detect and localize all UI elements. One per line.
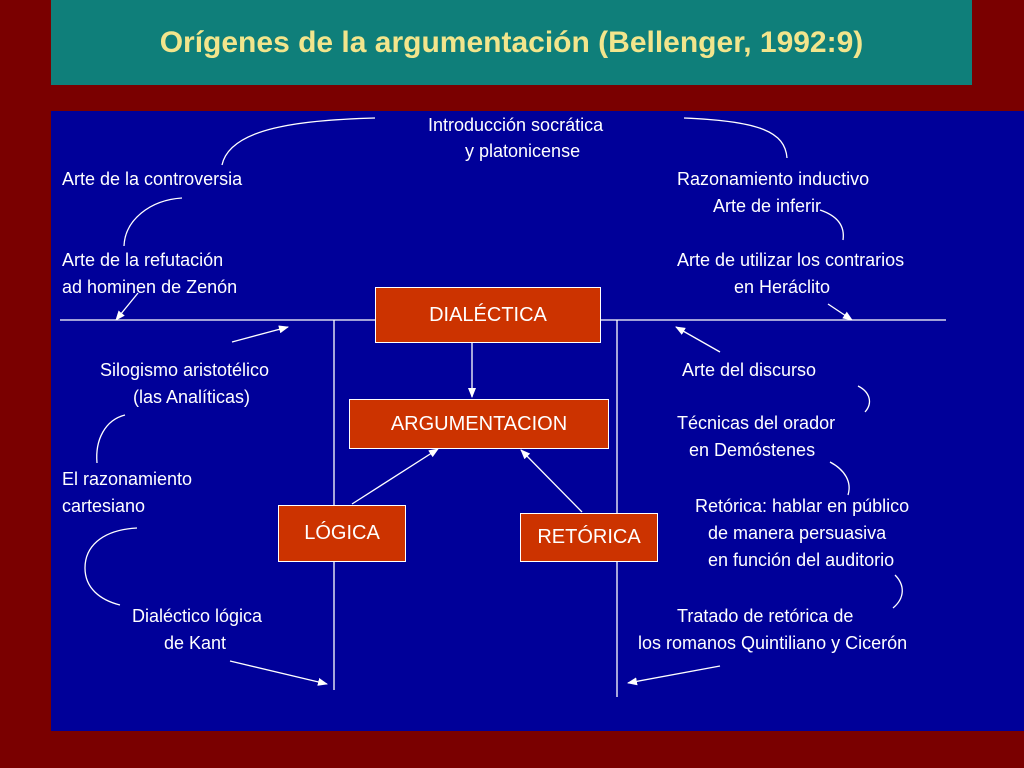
label-silogismo-1: Silogismo aristotélico xyxy=(100,360,270,380)
box-argumentacion: ARGUMENTACION xyxy=(349,399,609,449)
label-contrarios-2: en Heráclito xyxy=(734,277,831,297)
curve-controversia-refutacion xyxy=(123,197,183,247)
label-socratica-1: Introducción socrática xyxy=(428,115,604,135)
arrow-silogismo-to-axis xyxy=(231,325,289,343)
curve-inferir-contrarios xyxy=(819,209,844,241)
label-controversia: Arte de la controversia xyxy=(62,169,243,189)
label-refutacion-2: ad hominen de Zenón xyxy=(62,277,238,297)
arrow-logica-argumentacion xyxy=(351,448,439,505)
label-orador-1: Técnicas del orador xyxy=(677,413,836,433)
curve-top-right xyxy=(683,117,788,159)
arrow-retorica-argumentacion xyxy=(520,449,583,513)
page-title: Orígenes de la argumentación (Bellenger,… xyxy=(159,25,864,59)
label-inductivo-2: Arte de inferir xyxy=(713,196,822,216)
curve-discurso-orador xyxy=(857,385,871,413)
label-orador-2: en Demóstenes xyxy=(689,440,816,460)
curve-orador-publico xyxy=(829,461,850,496)
label-publico-3: en función del auditorio xyxy=(708,550,895,570)
label-tratado-1: Tratado de retórica de xyxy=(677,606,854,626)
box-dialectica: DIALÉCTICA xyxy=(375,287,601,343)
label-kant-1: Dialéctico lógica xyxy=(132,606,263,626)
arrow-refutacion xyxy=(115,292,139,321)
label-kant-2: de Kant xyxy=(164,633,227,653)
arrow-heraclito xyxy=(827,303,853,321)
curve-cartesiano-kant xyxy=(84,527,138,606)
box-retorica: RETÓRICA xyxy=(520,513,658,562)
arrow-kant-to-axis xyxy=(229,660,328,686)
label-publico-1: Retórica: hablar en público xyxy=(695,496,910,516)
label-refutacion-1: Arte de la refutación xyxy=(62,250,224,270)
arrow-tratado-to-axis xyxy=(627,665,721,686)
curve-silogismo-cartesiano xyxy=(96,414,126,464)
curve-top-left xyxy=(221,117,376,166)
label-contrarios-1: Arte de utilizar los contrarios xyxy=(677,250,905,270)
label-socratica-2: y platonicense xyxy=(465,141,581,161)
label-discurso: Arte del discurso xyxy=(682,360,817,380)
label-silogismo-2: (las Analíticas) xyxy=(133,387,251,407)
arrow-discurso-to-axis xyxy=(675,326,721,353)
label-tratado-2: los romanos Quintiliano y Cicerón xyxy=(638,633,908,653)
label-cartesiano-1: El razonamiento xyxy=(62,469,193,489)
box-logica: LÓGICA xyxy=(278,505,406,562)
label-cartesiano-2: cartesiano xyxy=(62,496,146,516)
label-publico-2: de manera persuasiva xyxy=(708,523,887,543)
label-inductivo-1: Razonamiento inductivo xyxy=(677,169,870,189)
title-bar: Orígenes de la argumentación (Bellenger,… xyxy=(51,0,972,85)
curve-publico-tratado xyxy=(892,574,903,609)
